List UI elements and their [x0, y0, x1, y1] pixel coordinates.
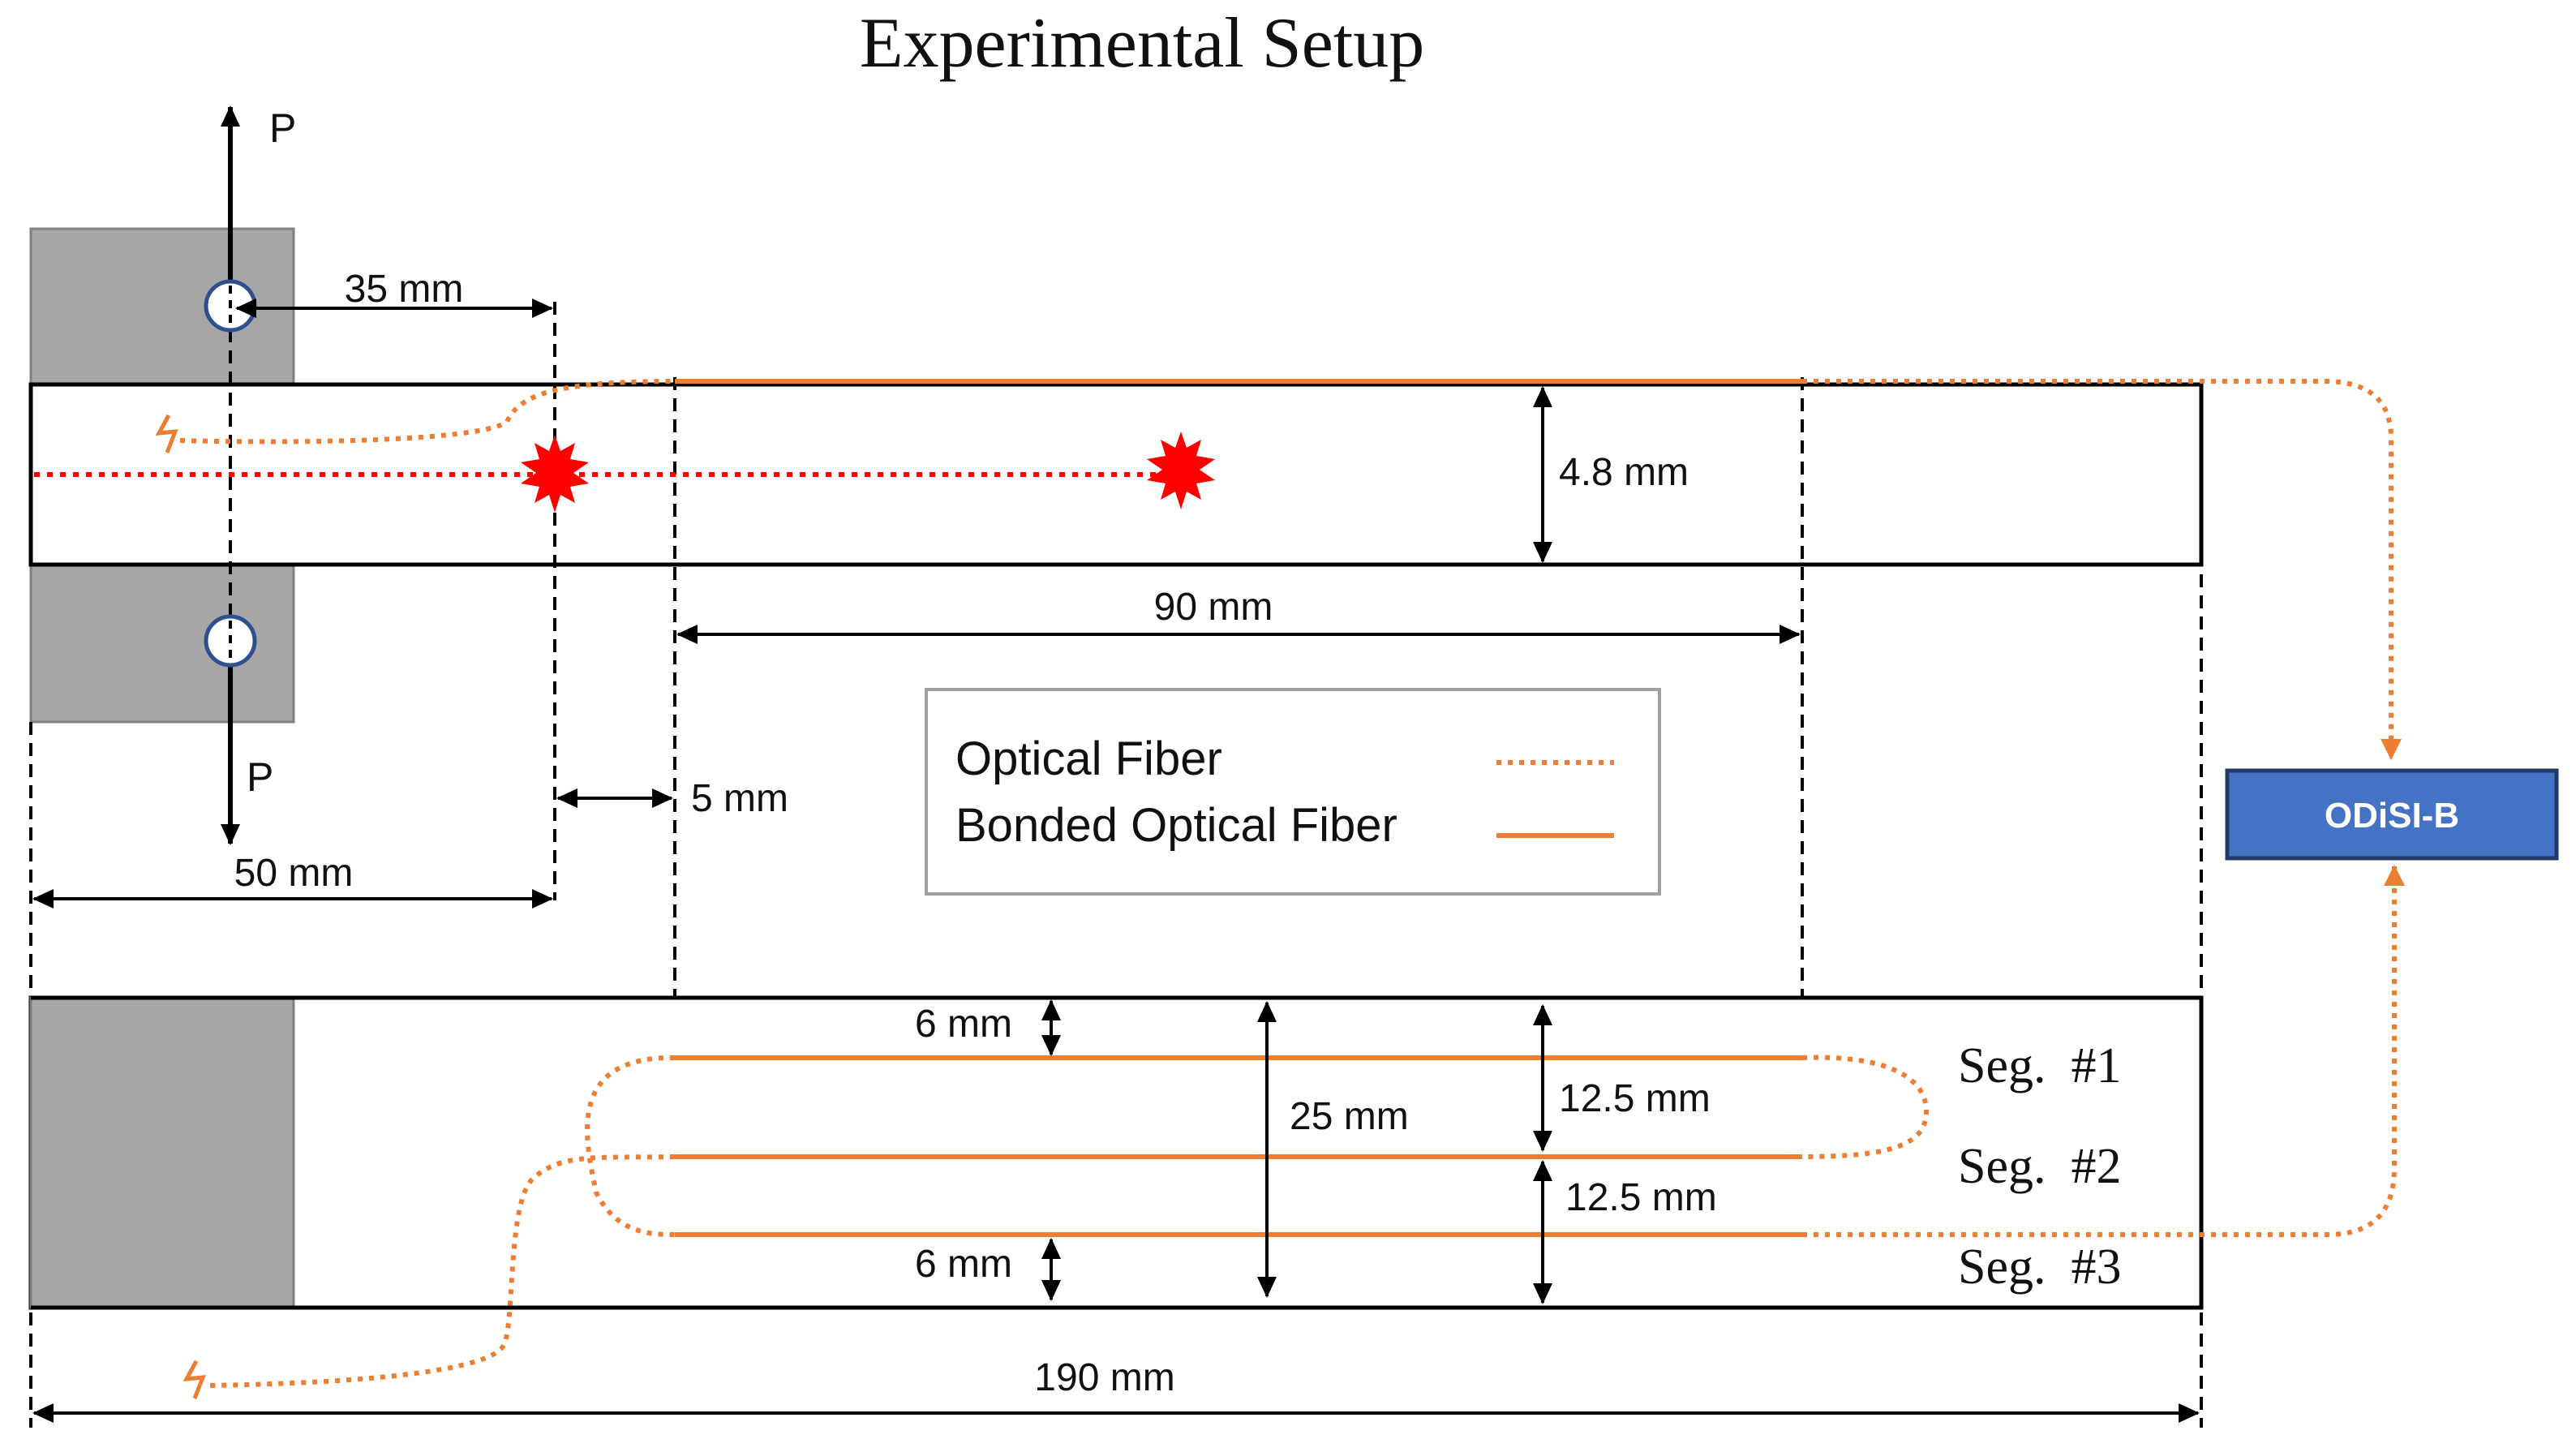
diagram-title: Experimental Setup: [860, 4, 1424, 83]
dim-50mm-label: 50 mm: [234, 852, 354, 895]
dim-thickness-label: 4.8 mm: [1559, 451, 1689, 494]
odisi-b-interrogator: [2225, 768, 2559, 861]
segment-label-3: Seg. #3: [1958, 1239, 2122, 1295]
load-label-bottom: P: [247, 754, 273, 800]
fiber-loop-left: [585, 1055, 676, 1237]
side-grip: [29, 996, 295, 1309]
optical-fiber-out-bottom: [1802, 865, 2405, 1237]
dim-5mm-label: 5 mm: [691, 777, 788, 820]
dim-6mm-top-label: 6 mm: [915, 1003, 1012, 1046]
optical-fiber-lead-top: [179, 379, 676, 445]
optical-fiber-out-top: [1802, 379, 2402, 760]
load-label-top: P: [269, 105, 296, 151]
specimen-side-view: [28, 995, 2204, 1310]
dim-12-5mm-upper-label: 12.5 mm: [1559, 1077, 1711, 1120]
dim-6mm-bottom-label: 6 mm: [915, 1243, 1012, 1286]
fiber-break-icon-bottom: [182, 1360, 206, 1399]
dim-35mm-label: 35 mm: [345, 268, 464, 311]
dim-12-5mm-lower-label: 12.5 mm: [1565, 1176, 1717, 1219]
crack-tip-initial: [521, 435, 589, 513]
crack-tip-current: [1147, 432, 1215, 509]
dim-90mm-label: 90 mm: [1154, 586, 1273, 629]
segment-label-2: Seg. #2: [1958, 1139, 2122, 1194]
dim-190mm-label: 190 mm: [1034, 1356, 1174, 1399]
dim-25mm-label: 25 mm: [1290, 1095, 1409, 1138]
legend-optical-fiber-label: Optical Fiber: [955, 732, 1222, 785]
fiber-loop-right: [1801, 1055, 1930, 1159]
legend-box: [925, 688, 1661, 896]
legend-bonded-fiber-label: Bonded Optical Fiber: [955, 799, 1397, 852]
segment-label-1: Seg. #1: [1958, 1038, 2122, 1093]
odisi-b-label: ODiSI-B: [2325, 796, 2459, 836]
fiber-break-icon-top: [155, 414, 178, 453]
